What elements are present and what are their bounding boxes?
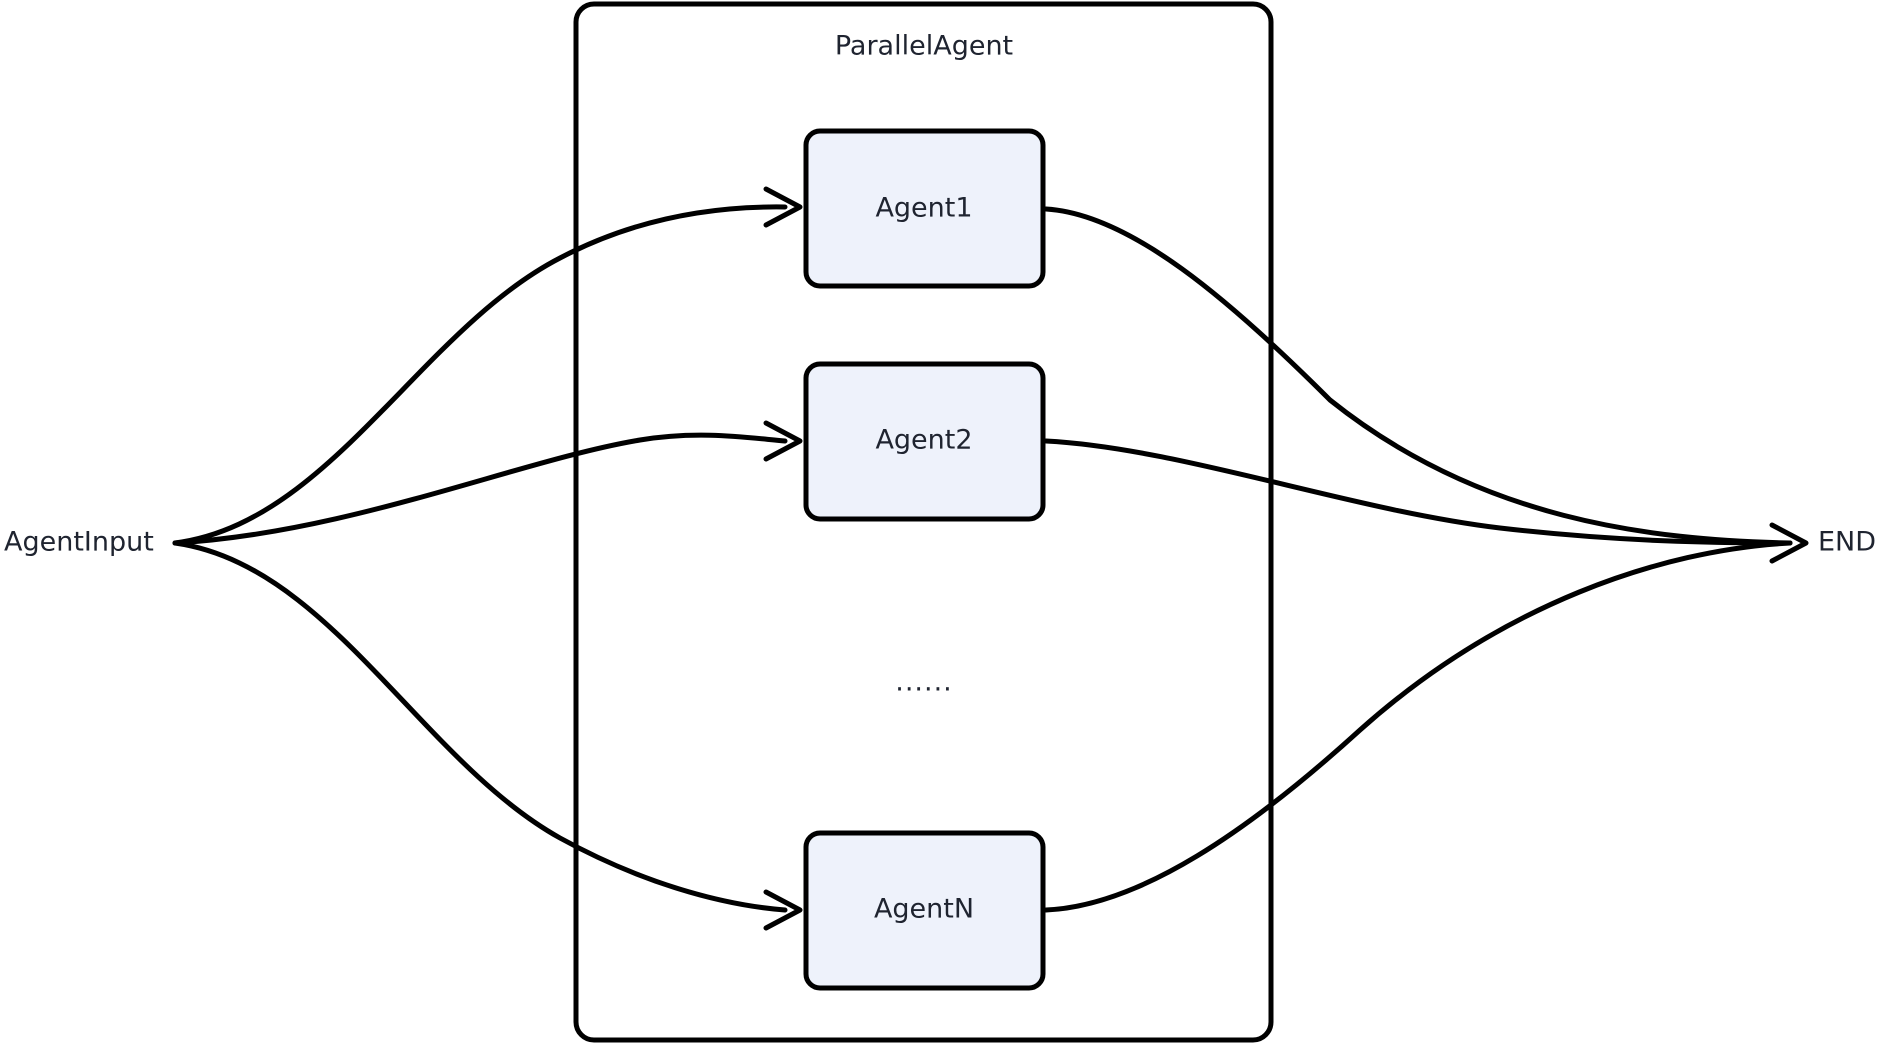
- agent1-label: Agent1: [875, 193, 972, 224]
- agent-node-agentn[interactable]: AgentN: [803, 830, 1046, 991]
- agent2-label: Agent2: [875, 425, 972, 456]
- edge-input-to-agent2: [172, 432, 788, 546]
- agent2-box[interactable]: [803, 361, 1046, 522]
- end-label: END: [1818, 527, 1876, 558]
- arrowhead-into-agent1: [763, 186, 803, 228]
- parallel-agent-title: ParallelAgent: [835, 31, 1013, 62]
- agentn-box[interactable]: [803, 830, 1046, 991]
- agent-input-label: AgentInput: [4, 527, 154, 558]
- edge-input-to-agentn: [172, 540, 788, 913]
- edge-input-to-agent1: [172, 204, 788, 546]
- parallel-agent-container: [573, 1, 1274, 1043]
- agentn-label: AgentN: [874, 894, 974, 925]
- agent-node-agent1[interactable]: Agent1: [803, 128, 1046, 289]
- arrowhead-into-end: [1769, 522, 1809, 564]
- edge-agent2-to-end: [1043, 438, 1793, 546]
- arrowhead-into-agent2: [763, 420, 803, 462]
- edge-agentn-to-end: [1043, 540, 1793, 913]
- agent-node-agent2[interactable]: Agent2: [803, 361, 1046, 522]
- ellipsis-indicator: ......: [895, 667, 953, 698]
- edge-agent1-to-end: [1043, 206, 1793, 546]
- agent1-box[interactable]: [803, 128, 1046, 289]
- arrowhead-into-agentn: [763, 889, 803, 931]
